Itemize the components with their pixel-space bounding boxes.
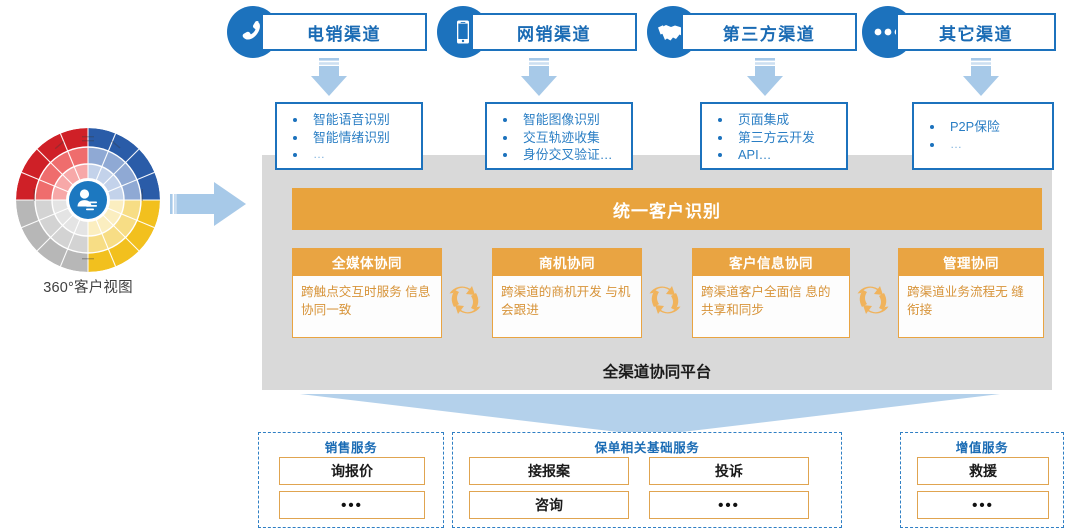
- feature-3-item-3: API…: [716, 146, 846, 164]
- channel-head-3-label: 第三方渠道: [681, 13, 857, 51]
- service-group-policy: 保单相关基础服务 接报案 咨询 投诉 •••: [452, 432, 842, 528]
- down-arrow-icon-4: [958, 58, 1004, 102]
- service-cell-policy-3[interactable]: 投诉: [649, 457, 809, 485]
- feature-2-item-2: 交互轨迹收集: [501, 129, 631, 147]
- down-arrow-icon-1: [306, 58, 352, 102]
- channel-head-1-label: 电销渠道: [261, 13, 427, 51]
- sync-arrows-icon-2: [648, 284, 682, 316]
- service-cell-policy-1[interactable]: 接报案: [469, 457, 629, 485]
- down-arrow-icon-3: [742, 58, 788, 102]
- person-record-icon: [77, 189, 97, 211]
- channel-head-3[interactable]: 第三方渠道: [647, 6, 857, 58]
- channel-head-1[interactable]: 电销渠道: [227, 6, 427, 58]
- feature-3-item-1: 页面集成: [716, 111, 846, 129]
- sunburst-svg: [16, 128, 160, 272]
- feature-2-item-3: 身份交叉验证…: [501, 146, 631, 164]
- feature-1-item-2: 智能情绪识别: [291, 129, 421, 147]
- customer-360-view: 360°客户视图: [8, 128, 168, 308]
- feature-1-item-3: …: [291, 146, 421, 164]
- collab-card-3-body: 跨渠道客户全面信 息的共享和同步: [692, 276, 850, 338]
- service-cell-policy-4[interactable]: •••: [649, 491, 809, 519]
- service-group-value-added: 增值服务 救援 •••: [900, 432, 1064, 528]
- channel-head-4-label: 其它渠道: [896, 13, 1056, 51]
- feature-4-item-1: P2P保险: [928, 118, 1052, 136]
- service-cell-sales-1[interactable]: 询报价: [279, 457, 425, 485]
- big-right-arrow-icon: [170, 176, 250, 232]
- service-cell-value-2[interactable]: •••: [917, 491, 1049, 519]
- customer-360-label: 360°客户视图: [43, 280, 133, 296]
- feature-4-item-2: …: [928, 136, 1052, 154]
- service-group-policy-title: 保单相关基础服务: [594, 441, 700, 455]
- collab-card-4-title: 管理协同: [898, 248, 1044, 276]
- sunburst-chart: [16, 128, 160, 272]
- channel-head-2[interactable]: 网销渠道: [437, 6, 637, 58]
- sync-arrows-icon-1: [448, 284, 482, 316]
- collab-card-2-body: 跨渠道的商机开发 与机会跟进: [492, 276, 642, 338]
- service-group-value-added-title: 增值服务: [955, 441, 1009, 455]
- platform-title: 全渠道协同平台: [602, 364, 712, 381]
- wide-down-arrow-icon: [300, 392, 1000, 434]
- collab-card-1-body: 跨触点交互时服务 信息协同一致: [292, 276, 442, 338]
- unified-customer-identification-bar: 统一客户识别: [292, 188, 1042, 230]
- service-cell-value-1[interactable]: 救援: [917, 457, 1049, 485]
- collab-card-4-body: 跨渠道业务流程无 缝衔接: [898, 276, 1044, 338]
- collab-card-2-title: 商机协同: [492, 248, 642, 276]
- feature-1-item-1: 智能语音识别: [291, 111, 421, 129]
- collab-card-4[interactable]: 管理协同 跨渠道业务流程无 缝衔接: [898, 248, 1044, 338]
- feature-2-item-1: 智能图像识别: [501, 111, 631, 129]
- collab-card-2[interactable]: 商机协同 跨渠道的商机开发 与机会跟进: [492, 248, 642, 338]
- feature-3-item-2: 第三方云开发: [716, 129, 846, 147]
- service-group-sales-title: 销售服务: [324, 441, 378, 455]
- feature-box-2[interactable]: 智能图像识别 交互轨迹收集 身份交叉验证…: [485, 102, 633, 170]
- channel-head-4[interactable]: 其它渠道: [862, 6, 1056, 58]
- feature-box-4[interactable]: P2P保险 …: [912, 102, 1054, 170]
- channel-head-2-label: 网销渠道: [471, 13, 637, 51]
- down-arrow-icon-2: [516, 58, 562, 102]
- collab-card-3[interactable]: 客户信息协同 跨渠道客户全面信 息的共享和同步: [692, 248, 850, 338]
- feature-box-1[interactable]: 智能语音识别 智能情绪识别 …: [275, 102, 423, 170]
- service-group-sales: 销售服务 询报价 •••: [258, 432, 444, 528]
- collab-card-1-title: 全媒体协同: [292, 248, 442, 276]
- feature-box-3[interactable]: 页面集成 第三方云开发 API…: [700, 102, 848, 170]
- sync-arrows-icon-3: [856, 284, 890, 316]
- service-cell-policy-2[interactable]: 咨询: [469, 491, 629, 519]
- service-cell-sales-2[interactable]: •••: [279, 491, 425, 519]
- collab-card-3-title: 客户信息协同: [692, 248, 850, 276]
- collab-card-1[interactable]: 全媒体协同 跨触点交互时服务 信息协同一致: [292, 248, 442, 338]
